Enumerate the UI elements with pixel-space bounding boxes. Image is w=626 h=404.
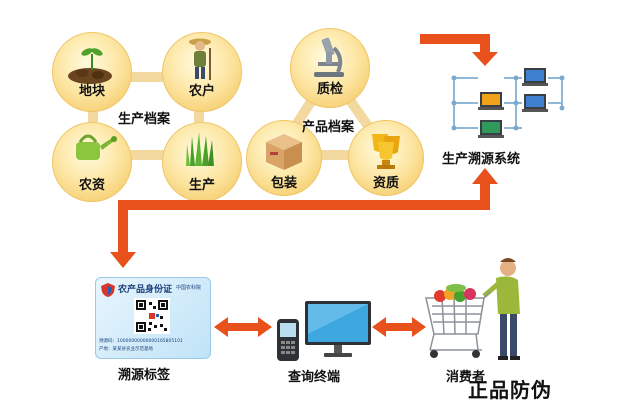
- trace-tag-card: 农产品身份证 中国农科院 溯源码：10000000000000165805101…: [95, 277, 211, 359]
- mobile-phone-icon: [277, 319, 299, 361]
- tag-card-small-text: 中国农科院: [176, 285, 202, 291]
- farmer-icon: [189, 38, 211, 80]
- tag-card-footer: 产地：某某县农业示范基地: [99, 347, 153, 352]
- network-system-icon: [451, 68, 565, 138]
- farmer-node: 农户: [162, 32, 242, 112]
- trophy-icon: [372, 134, 400, 169]
- plot-node: 地块: [52, 32, 132, 112]
- trace-tag-label: 溯源标签: [118, 368, 171, 383]
- production-records-label: 生产档案: [118, 112, 171, 127]
- connector-line: [100, 150, 200, 160]
- qr-code-icon: [134, 298, 170, 334]
- box-icon: [266, 134, 302, 170]
- farmer-label: 农户: [188, 84, 215, 99]
- grass-icon: [186, 132, 214, 166]
- tag-card-code: 溯源码：10000000000000165805101: [99, 339, 183, 344]
- production-node: 生产: [162, 122, 242, 202]
- tag-card-title: 农产品身份证: [118, 285, 173, 295]
- watermark-text: 正品防伪: [468, 378, 552, 402]
- qualification-label: 资质: [372, 176, 399, 191]
- inputs-node: 农资: [52, 122, 132, 202]
- connector-line: [194, 80, 204, 160]
- monitor-icon: [305, 301, 371, 357]
- product-records-label: 产品档案: [302, 120, 355, 135]
- watering-can-icon: [76, 134, 117, 160]
- qualification-node: 资质: [348, 120, 424, 196]
- connector-line: [100, 72, 200, 82]
- packaging-node: 包装: [246, 120, 322, 196]
- microscope-icon: [314, 37, 344, 77]
- inputs-label: 农资: [78, 178, 105, 193]
- production-label: 生产: [188, 178, 215, 193]
- connector-line: [88, 80, 98, 160]
- shield-logo-icon: [101, 283, 115, 297]
- plot-label: 地块: [78, 84, 105, 99]
- inspection-label: 质检: [316, 82, 343, 97]
- consumer-label: 消费者: [446, 370, 486, 385]
- consumer-with-cart-icon: [425, 258, 520, 360]
- inspection-node: 质检: [290, 28, 370, 108]
- traceability-system-label: 生产溯源系统: [442, 152, 521, 167]
- query-terminal-label: 查询终端: [288, 370, 341, 385]
- packaging-label: 包装: [270, 176, 297, 191]
- soil-seedling-icon: [68, 48, 112, 84]
